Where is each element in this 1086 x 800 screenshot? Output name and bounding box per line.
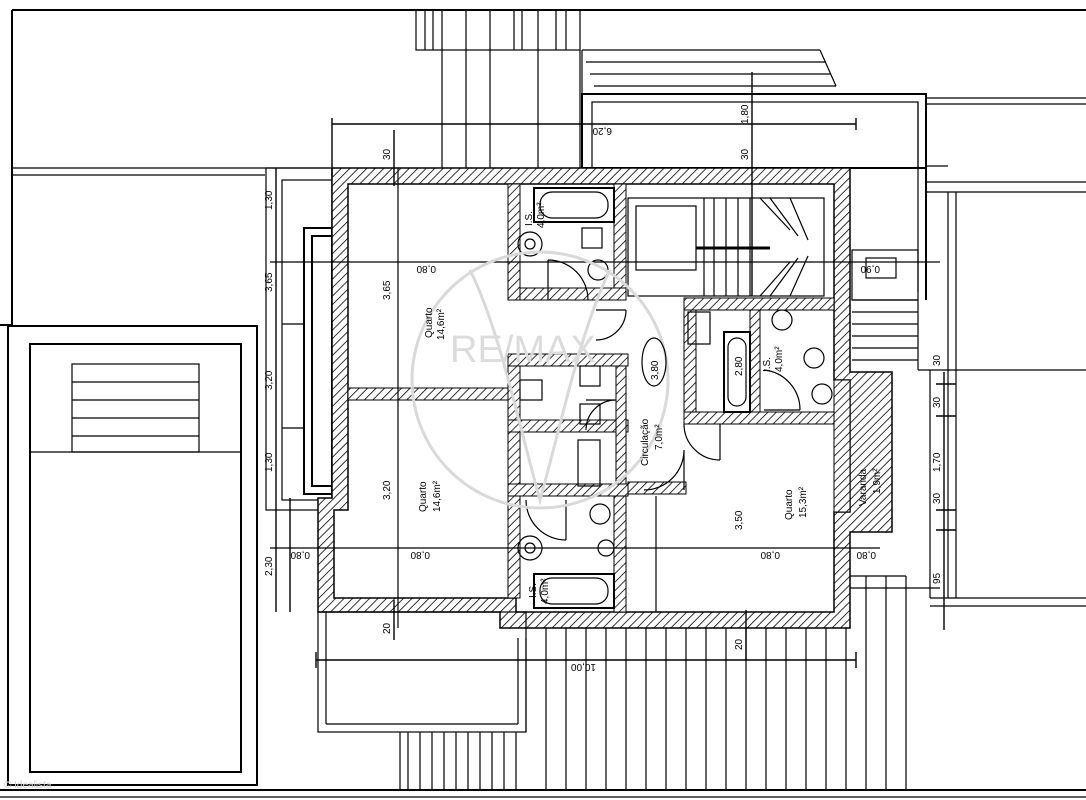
dim-left-3: 3,20 [264,370,275,390]
dim-bottom-left: 20 [382,622,393,634]
dim-right-2: 30 [932,396,943,408]
section-lines [270,168,940,628]
dim-left-5: 2,30 [264,556,275,576]
dim-h-1: 0,90 [860,263,880,274]
dim-bottom-right: 20 [734,638,745,650]
dim-interior-2: 3,20 [382,480,393,500]
room-varanda-area: 1,9m² [872,468,883,494]
staircase [627,197,825,297]
dim-left-4: 1,30 [264,452,275,472]
room-quarto-1-name: Quarto [424,307,435,338]
room-is-1-name: I.S. [524,211,535,226]
dim-left-2: 3,65 [264,272,275,292]
room-varanda-name: Varanda [858,468,869,506]
dim-h-6: 0,80 [856,549,876,560]
dimension-lines [275,72,956,668]
bottom-steps [317,575,940,790]
remax-watermark: RE/MAX [410,250,670,510]
room-quarto-3-area: 15,3m² [798,486,809,518]
room-quarto-1-area: 14,6m² [436,308,447,340]
interior-walls [347,183,851,613]
corner-watermark-text: © Idealista [4,780,52,791]
dim-right-1: 30 [932,354,943,366]
bathroom-fixtures [517,187,833,609]
dimension-labels: 6,20 1,80 30 30 1,30 3,65 3,20 1,30 2,30… [264,104,943,672]
dim-top-overall: 6,20 [592,125,612,136]
watermark-text: RE/MAX [450,329,596,371]
dim-h-5: 0,80 [760,549,780,560]
dim-right-4: 30 [932,492,943,504]
dim-interior-4: 2,80 [734,356,745,376]
dim-interior-1: 3,65 [382,280,393,300]
level-mark: 3,80 [650,360,661,380]
room-quarto-3-name: Quarto [784,489,795,520]
dim-right-3: 1,70 [932,452,943,472]
room-is-3-area: 4,0m² [774,346,785,372]
dim-left-1: 1,30 [264,190,275,210]
room-quarto-2-area: 14,6m² [432,480,443,512]
room-is-1-area: 4,0m² [536,202,547,228]
dim-top-left: 30 [382,148,393,160]
dim-h-2: 0,80 [416,263,436,274]
dim-right-5: 95 [932,572,943,584]
drawing-frame [0,9,1086,798]
dim-top-right-b: 30 [740,148,751,160]
pool [7,325,258,786]
dim-h-3: 0,80 [410,549,430,560]
dim-top-right-a: 1,80 [740,104,751,124]
room-quarto-2-name: Quarto [418,481,429,512]
doors [519,259,801,541]
dim-interior-3: 3,50 [734,510,745,530]
room-is-2-area: 4,0m² [540,578,551,604]
room-circulacao-name: Circulação [640,418,651,466]
top-stairs [415,9,837,168]
dim-bottom-overall: 10,00 [571,661,596,672]
room-is-3-name: I.S. [762,357,773,372]
room-labels: Quarto 14,6m² Quarto 14,6m² Quarto 15,3m… [418,202,883,604]
room-is-2-name: I.S. [528,583,539,598]
room-circulacao-area: 7,0m² [654,424,665,450]
dim-h-4: 0,80 [290,549,310,560]
